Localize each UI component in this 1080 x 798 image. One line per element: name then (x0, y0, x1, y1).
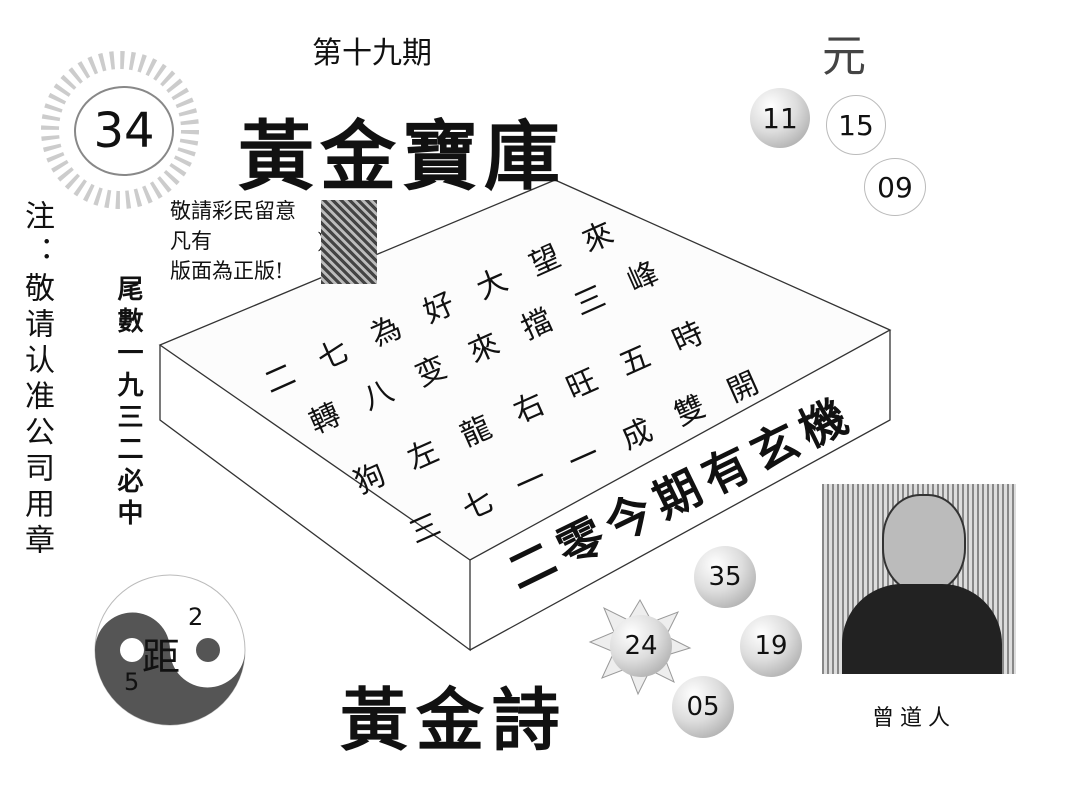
distance-top: 2 (188, 603, 204, 631)
bottom-title: 黃金詩 (340, 681, 569, 761)
author-photo (822, 484, 1016, 674)
distance-left: 5 (124, 668, 140, 696)
left-note: 注：敬请认准公司用章 (19, 200, 54, 560)
tail-hint: 尾數一九三二必中 (113, 275, 143, 531)
sun-burst (41, 51, 199, 209)
top-ball-2: 15 (826, 95, 886, 155)
bottom-ball-2: 24 (610, 615, 672, 677)
page-title: 黃金寶庫 (238, 112, 566, 201)
notice-line: 凡有 ) (170, 229, 326, 253)
ornament-image (321, 200, 377, 284)
author-name: 曾道人 (872, 706, 957, 731)
author-body (842, 584, 1002, 674)
bottom-ball-4: 05 (672, 676, 734, 738)
notice-line: 版面為正版! (170, 259, 284, 283)
corner-mark: 元 (822, 31, 866, 82)
issue-number: 34 (74, 86, 174, 176)
issue-label: 第十九期 (312, 36, 432, 71)
yin-yang-icon (94, 574, 246, 726)
bottom-ball-3: 19 (740, 615, 802, 677)
bottom-ball-1: 35 (694, 546, 756, 608)
top-ball-3: 09 (864, 158, 926, 216)
author-figure (882, 494, 966, 593)
notice: 敬請彩民留意 凡有 ) 版面為正版! (170, 196, 325, 286)
distance-label: 距 (142, 635, 181, 679)
notice-line: 敬請彩民留意 (170, 199, 296, 223)
top-ball-1: 11 (750, 88, 810, 148)
